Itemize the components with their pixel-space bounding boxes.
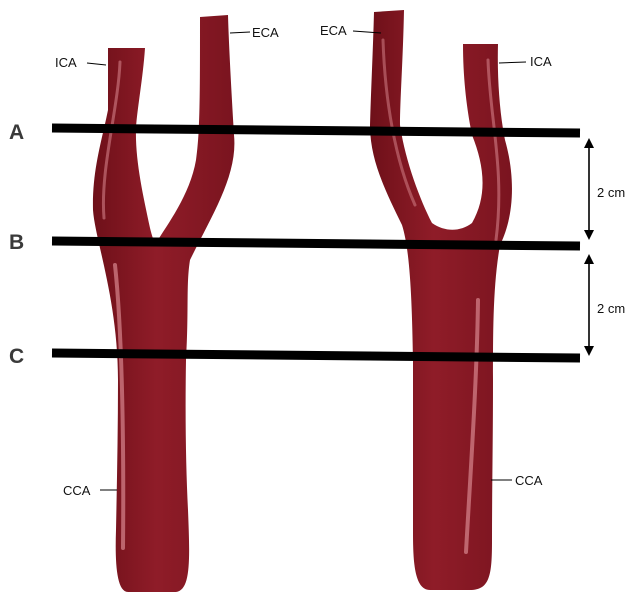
label-right-cca: CCA <box>515 473 543 488</box>
dimension-label-upper: 2 cm <box>597 185 625 200</box>
level-label-b: B <box>9 231 24 254</box>
label-right-eca: ECA <box>320 23 347 38</box>
label-right-ica: ICA <box>530 54 552 69</box>
level-line-b <box>52 241 580 246</box>
dimension-arrow-lower <box>584 254 594 356</box>
dimension-arrow-upper <box>584 138 594 240</box>
level-line-a <box>52 128 580 133</box>
level-label-c: C <box>9 345 24 368</box>
dimension-label-lower: 2 cm <box>597 301 625 316</box>
leader-right-ica <box>499 62 526 63</box>
leader-left-ica <box>87 63 106 65</box>
right-carotid-vessel <box>370 10 512 590</box>
level-line-c <box>52 353 580 358</box>
label-left-ica: ICA <box>55 55 77 70</box>
left-vessel-body <box>93 15 234 592</box>
level-label-a: A <box>9 121 24 144</box>
leader-left-eca <box>230 32 250 33</box>
label-left-cca: CCA <box>63 483 91 498</box>
label-left-eca: ECA <box>252 25 279 40</box>
left-carotid-vessel <box>93 15 234 592</box>
